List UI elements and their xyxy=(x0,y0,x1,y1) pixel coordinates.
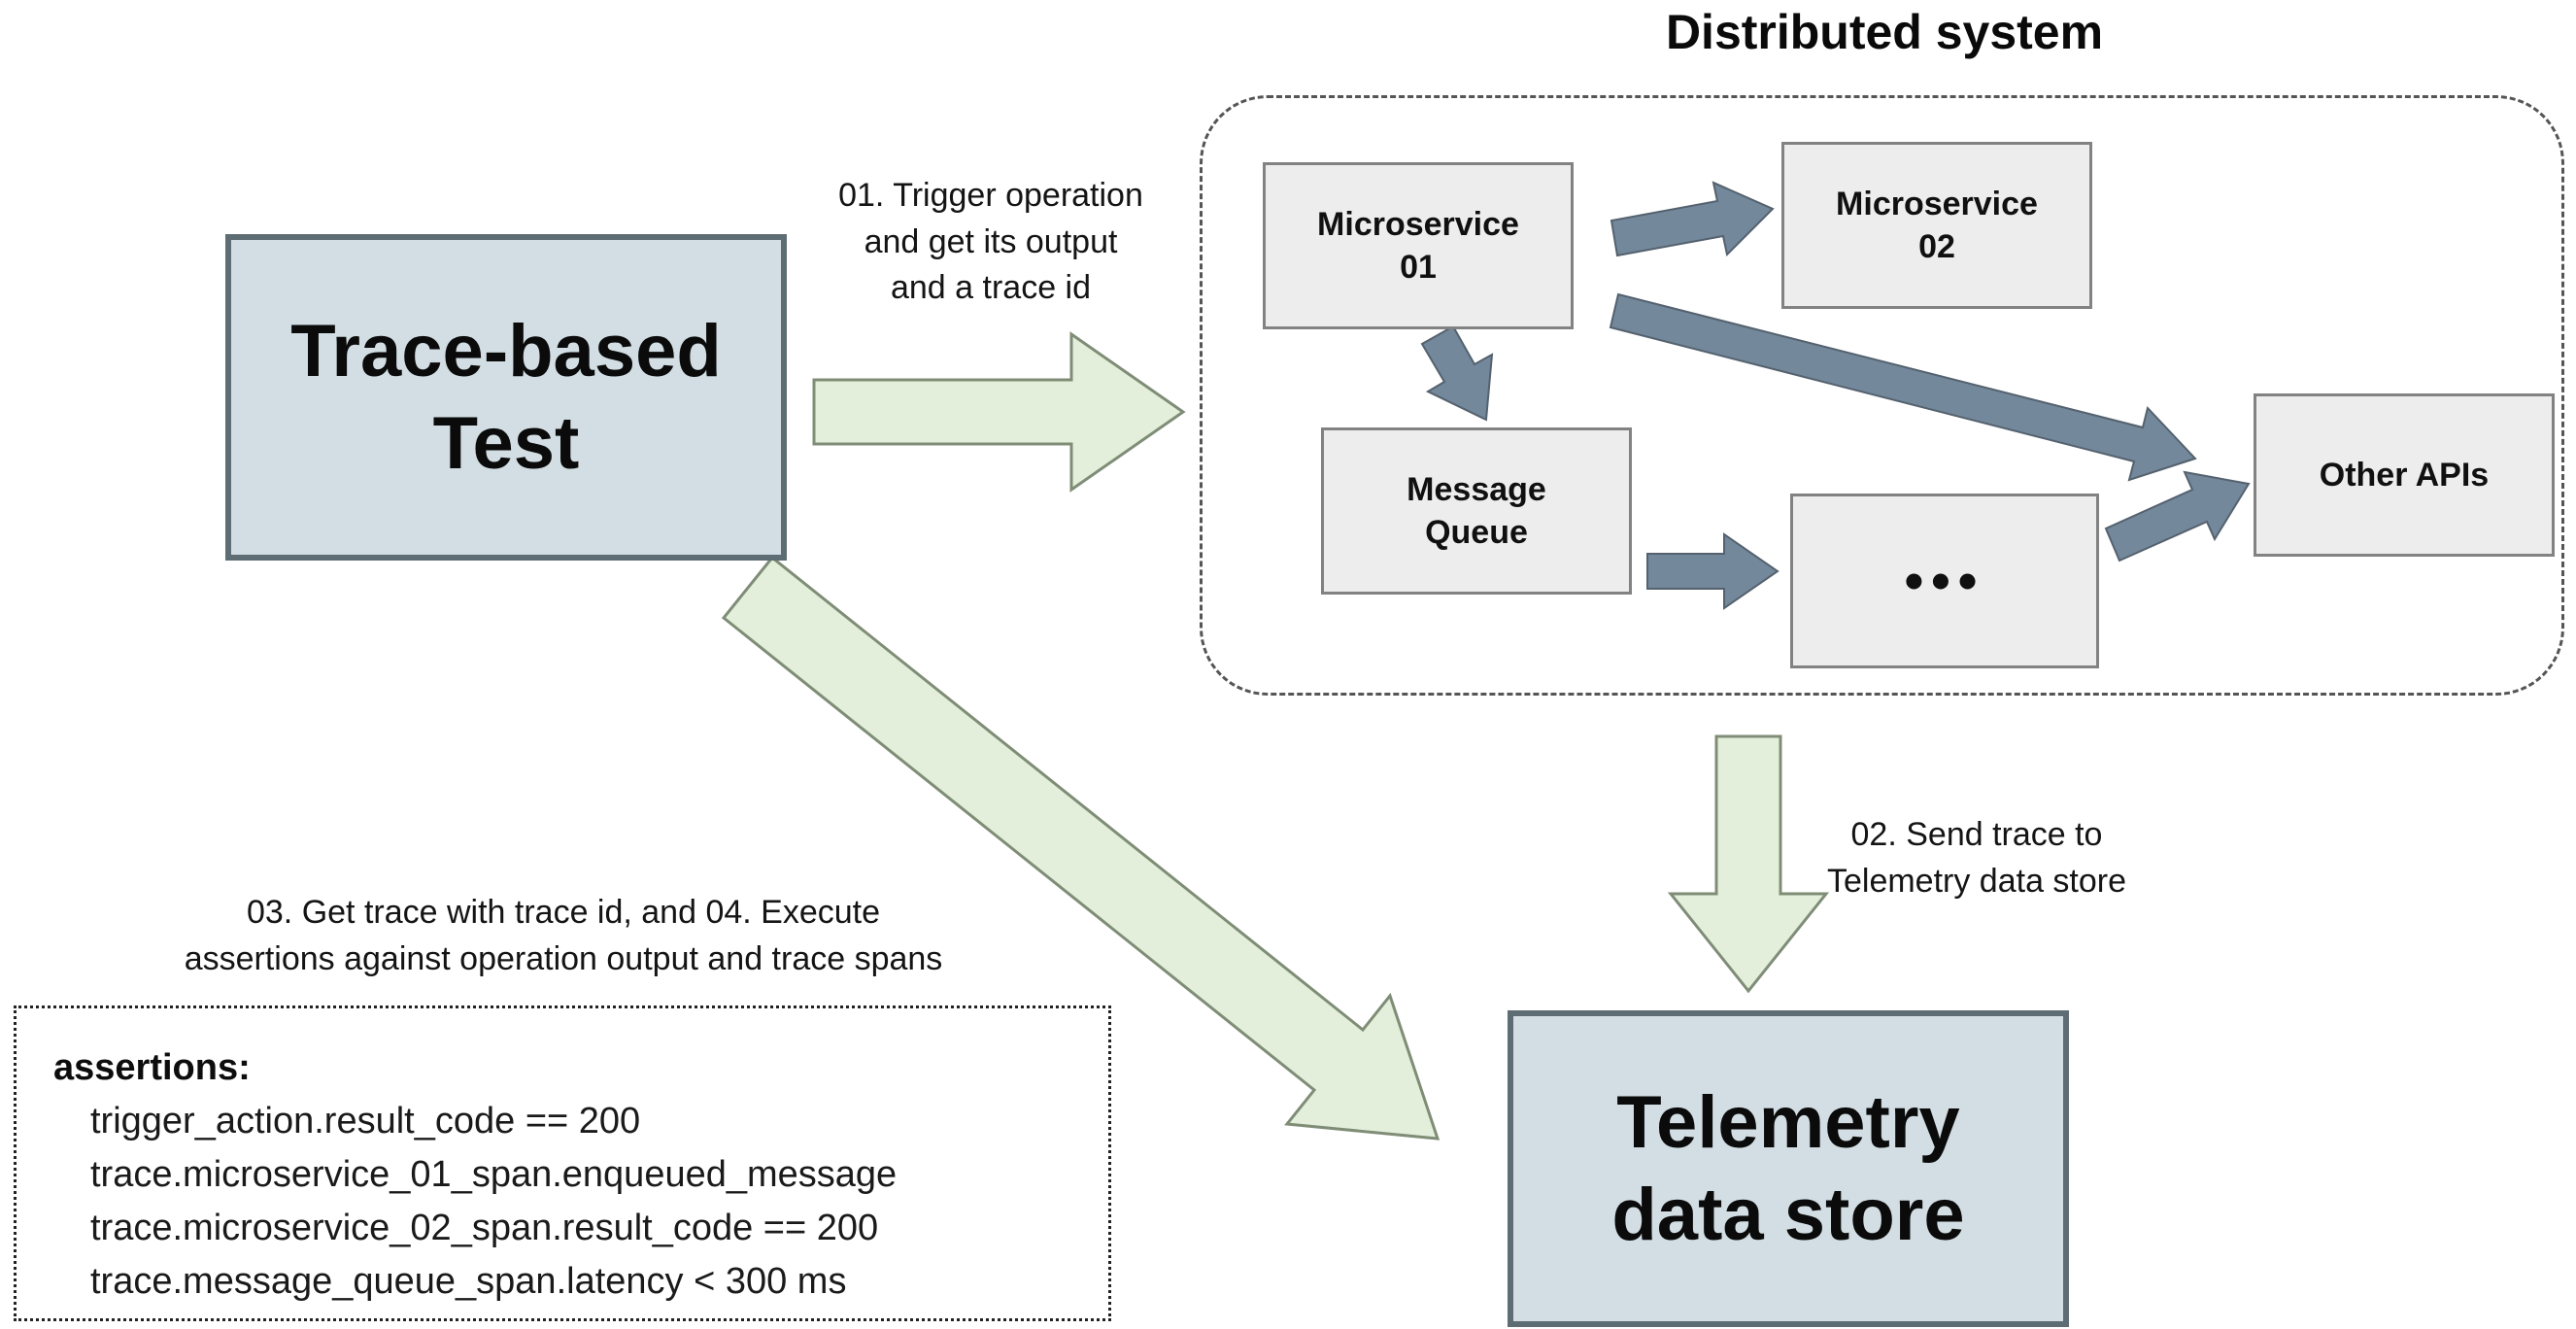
trace-based-test-box: Trace-based Test xyxy=(225,234,787,561)
distributed-system-title: Distributed system xyxy=(1665,5,2104,59)
node-ellipsis: ••• xyxy=(1790,494,2099,668)
node-message-queue: Message Queue xyxy=(1321,427,1632,595)
assertions-panel: assertions: trigger_action.result_code =… xyxy=(14,1005,1111,1321)
assertion-line: trace.message_queue_span.latency < 300 m… xyxy=(90,1261,847,1303)
distributed-system-boundary xyxy=(1200,95,2564,696)
label-step-01: 01. Trigger operation and get its output… xyxy=(838,177,1143,307)
assertion-line: trace.microservice_01_span.enqueued_mess… xyxy=(90,1154,898,1196)
node-microservice-01: Microservice 01 xyxy=(1263,162,1574,329)
telemetry-data-store-box: Telemetry data store xyxy=(1508,1010,2069,1327)
arrow-trace-test-to-system xyxy=(812,331,1186,493)
assertions-heading: assertions: xyxy=(53,1047,251,1088)
assertion-line: trigger_action.result_code == 200 xyxy=(90,1101,641,1142)
label-step-03-04: 03. Get trace with trace id, and 04. Exe… xyxy=(184,894,943,977)
assertion-line: trace.microservice_02_span.result_code =… xyxy=(90,1208,879,1249)
node-microservice-02: Microservice 02 xyxy=(1781,142,2092,309)
label-step-02: 02. Send trace to Telemetry data store xyxy=(1826,816,2127,900)
node-other-apis: Other APIs xyxy=(2254,393,2555,557)
